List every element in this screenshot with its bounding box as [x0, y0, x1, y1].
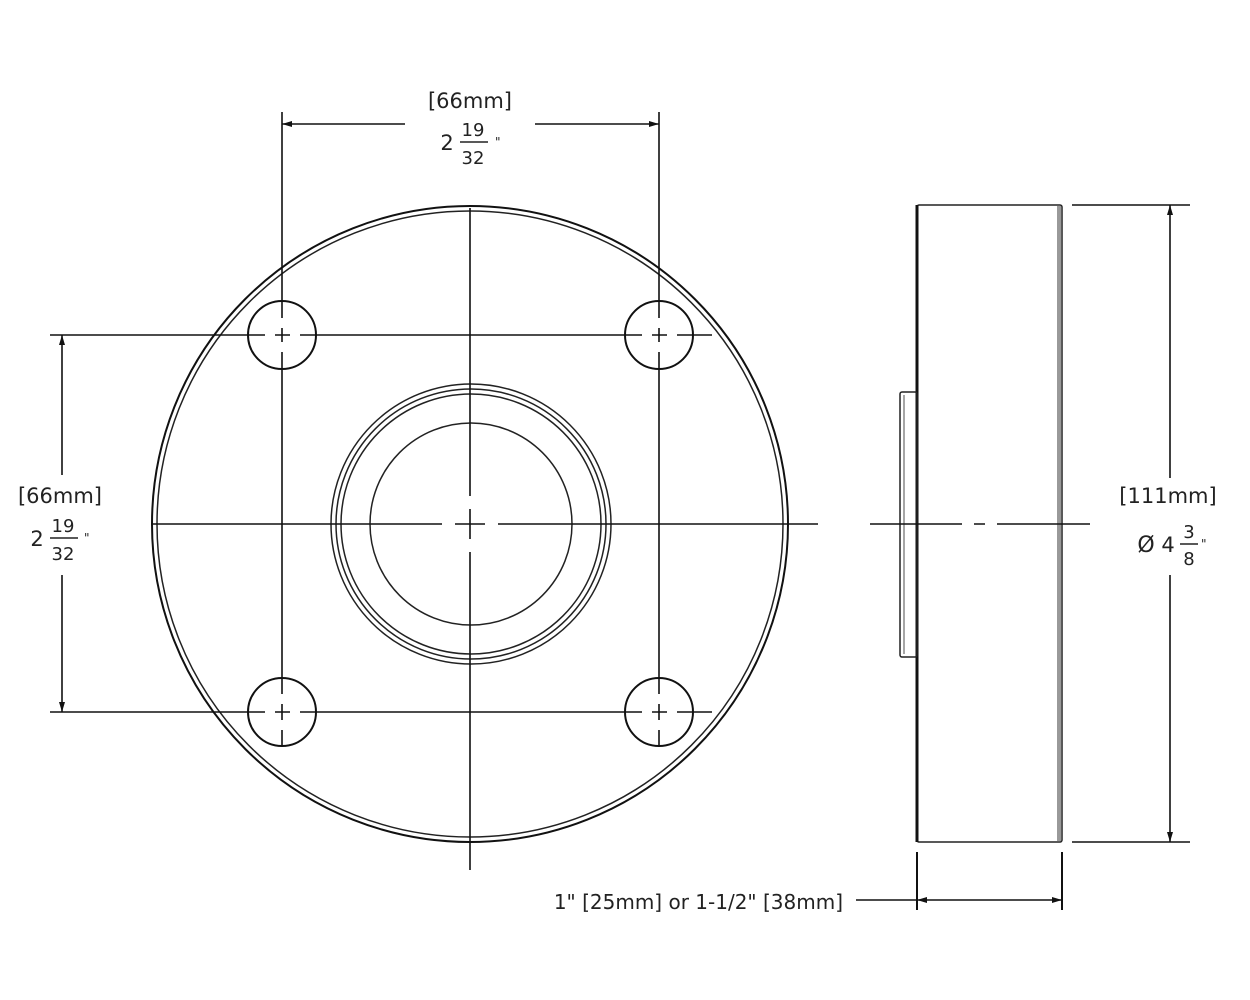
left-dimension-numerator: 19: [52, 516, 75, 537]
diameter-denominator: 8: [1183, 549, 1194, 570]
diameter-symbol: Ø: [1137, 533, 1154, 558]
side-view: [870, 204, 1090, 843]
diameter-dimension: [111mm] Ø 4 3 8 ": [1072, 204, 1217, 843]
left-dimension-denominator: 32: [52, 544, 75, 565]
left-dimension-metric: [66mm]: [18, 484, 102, 508]
top-dimension-whole: 2: [440, 131, 453, 155]
top-dimension-metric: [66mm]: [428, 89, 512, 113]
left-dimension: [66mm] 2 19 32 ": [18, 335, 102, 712]
diameter-unit: ": [1201, 537, 1207, 551]
diameter-metric: [111mm]: [1119, 484, 1216, 508]
thickness-label: 1" [25mm] or 1-1/2" [38mm]: [554, 890, 843, 914]
top-dimension-denominator: 32: [462, 148, 485, 169]
front-view: [50, 112, 818, 870]
left-dimension-unit: ": [84, 531, 90, 545]
left-dimension-whole: 2: [30, 527, 43, 551]
diameter-numerator: 3: [1183, 522, 1194, 543]
diameter-whole: 4: [1161, 533, 1174, 557]
top-dimension-numerator: 19: [462, 120, 485, 141]
top-dimension: [66mm] 2 19 32 ": [282, 89, 659, 169]
centerlines: [50, 112, 818, 870]
thickness-dimension: 1" [25mm] or 1-1/2" [38mm]: [554, 852, 1063, 914]
top-dimension-unit: ": [495, 135, 501, 149]
